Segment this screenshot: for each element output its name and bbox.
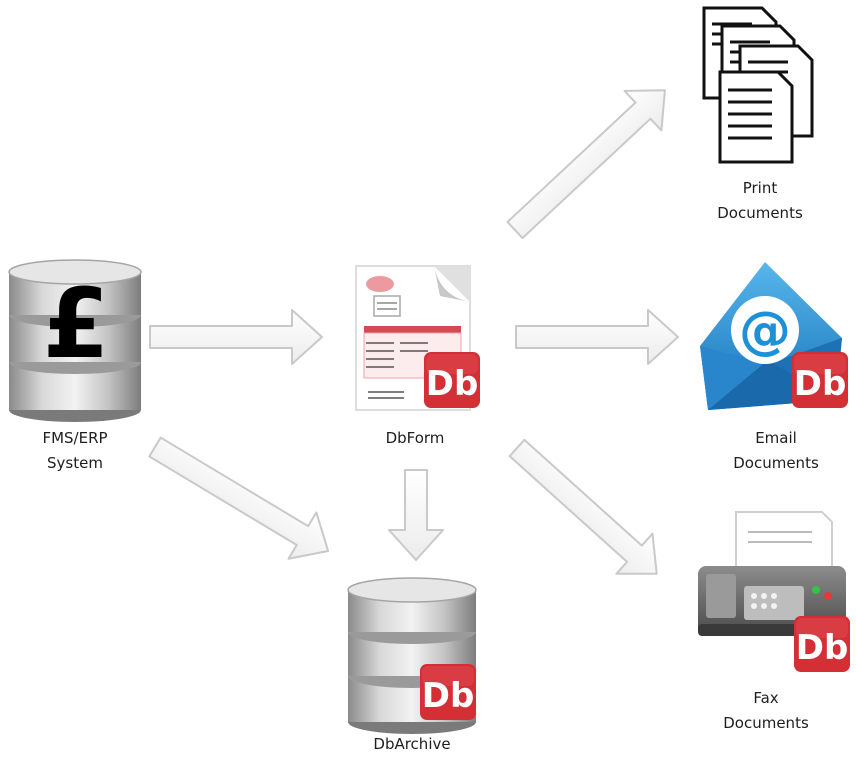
email-label-line2: Documents bbox=[733, 454, 819, 472]
db-badge-icon: Db bbox=[420, 664, 476, 720]
fax-machine-icon bbox=[698, 511, 846, 636]
print-label-line2: Documents bbox=[717, 204, 803, 222]
badge-text: Db bbox=[426, 364, 479, 404]
dbform-label: DbForm bbox=[348, 426, 482, 451]
dbform-label-text: DbForm bbox=[385, 429, 445, 447]
arrow-dbform-to-print bbox=[506, 89, 666, 240]
arrow-fms-to-dbform bbox=[149, 309, 323, 365]
arrow-dbform-to-dbarchive bbox=[388, 469, 444, 561]
fms-label: FMS/ERP System bbox=[8, 426, 142, 476]
fax-label-line1: Fax bbox=[753, 689, 779, 707]
db-badge-icon: Db bbox=[794, 616, 850, 672]
pound-symbol: £ bbox=[43, 268, 110, 380]
print-documents-icon bbox=[702, 6, 814, 164]
fms-label-line1: FMS/ERP bbox=[42, 429, 108, 447]
arrow-dbform-to-email bbox=[515, 309, 679, 365]
badge-text: Db bbox=[794, 364, 847, 404]
badge-text: Db bbox=[422, 676, 475, 716]
pound-database-icon: £ bbox=[8, 259, 142, 422]
email-label: Email Documents bbox=[706, 426, 846, 476]
fax-label: Fax Documents bbox=[696, 686, 836, 736]
dbarchive-label: DbArchive bbox=[345, 732, 479, 757]
form-document-icon bbox=[355, 265, 471, 411]
dbarchive-label-text: DbArchive bbox=[373, 735, 451, 753]
db-badge-icon: Db bbox=[424, 352, 480, 408]
arrow-dbform-to-fax bbox=[508, 438, 658, 575]
db-badge-icon: Db bbox=[792, 352, 848, 408]
print-label-line1: Print bbox=[742, 179, 778, 197]
badge-text: Db bbox=[796, 628, 849, 668]
print-label: Print Documents bbox=[690, 176, 830, 226]
arrow-fms-to-dbarchive bbox=[148, 436, 330, 560]
svg-text:@: @ bbox=[739, 301, 791, 361]
fax-label-line2: Documents bbox=[723, 714, 809, 732]
fms-label-line2: System bbox=[47, 454, 103, 472]
email-label-line1: Email bbox=[755, 429, 797, 447]
